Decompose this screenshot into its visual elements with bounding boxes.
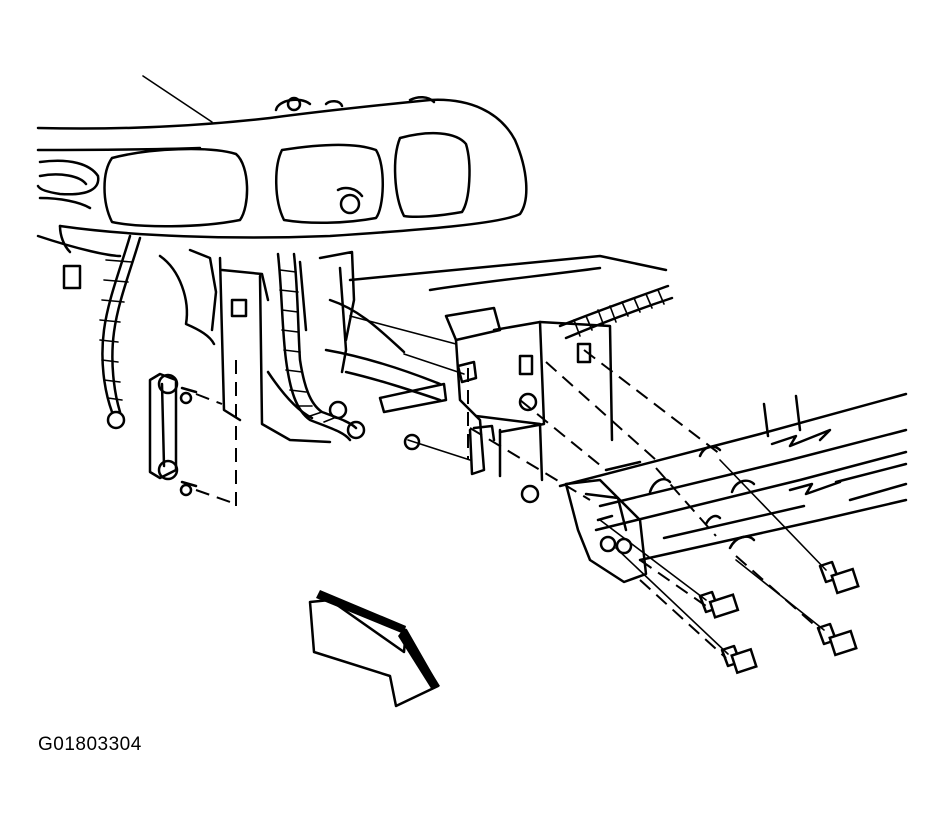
- leader-line: [142, 75, 213, 123]
- bolt-leader-lines: [349, 315, 827, 655]
- upper-right-harness: [558, 284, 674, 340]
- bolt-4: [816, 622, 858, 657]
- headlamp-fascia: [36, 96, 528, 258]
- forward-direction-arrow-icon: [308, 590, 440, 708]
- bumper-reinforcement-beam: [558, 392, 908, 562]
- left-wiring-harness: [62, 234, 142, 430]
- bolt-3: [818, 560, 860, 595]
- bolt-1: [698, 590, 740, 619]
- center-wiring-harness: [276, 252, 366, 442]
- left-alignment-lines: [195, 360, 237, 506]
- figure-id-label: G01803304: [38, 734, 142, 755]
- right-alignment-lines: [467, 349, 821, 659]
- left-bracket: [148, 372, 198, 497]
- center-mounting-bracket: [403, 306, 614, 504]
- beam-end-bracket: [564, 478, 648, 584]
- bolt-2: [720, 644, 758, 675]
